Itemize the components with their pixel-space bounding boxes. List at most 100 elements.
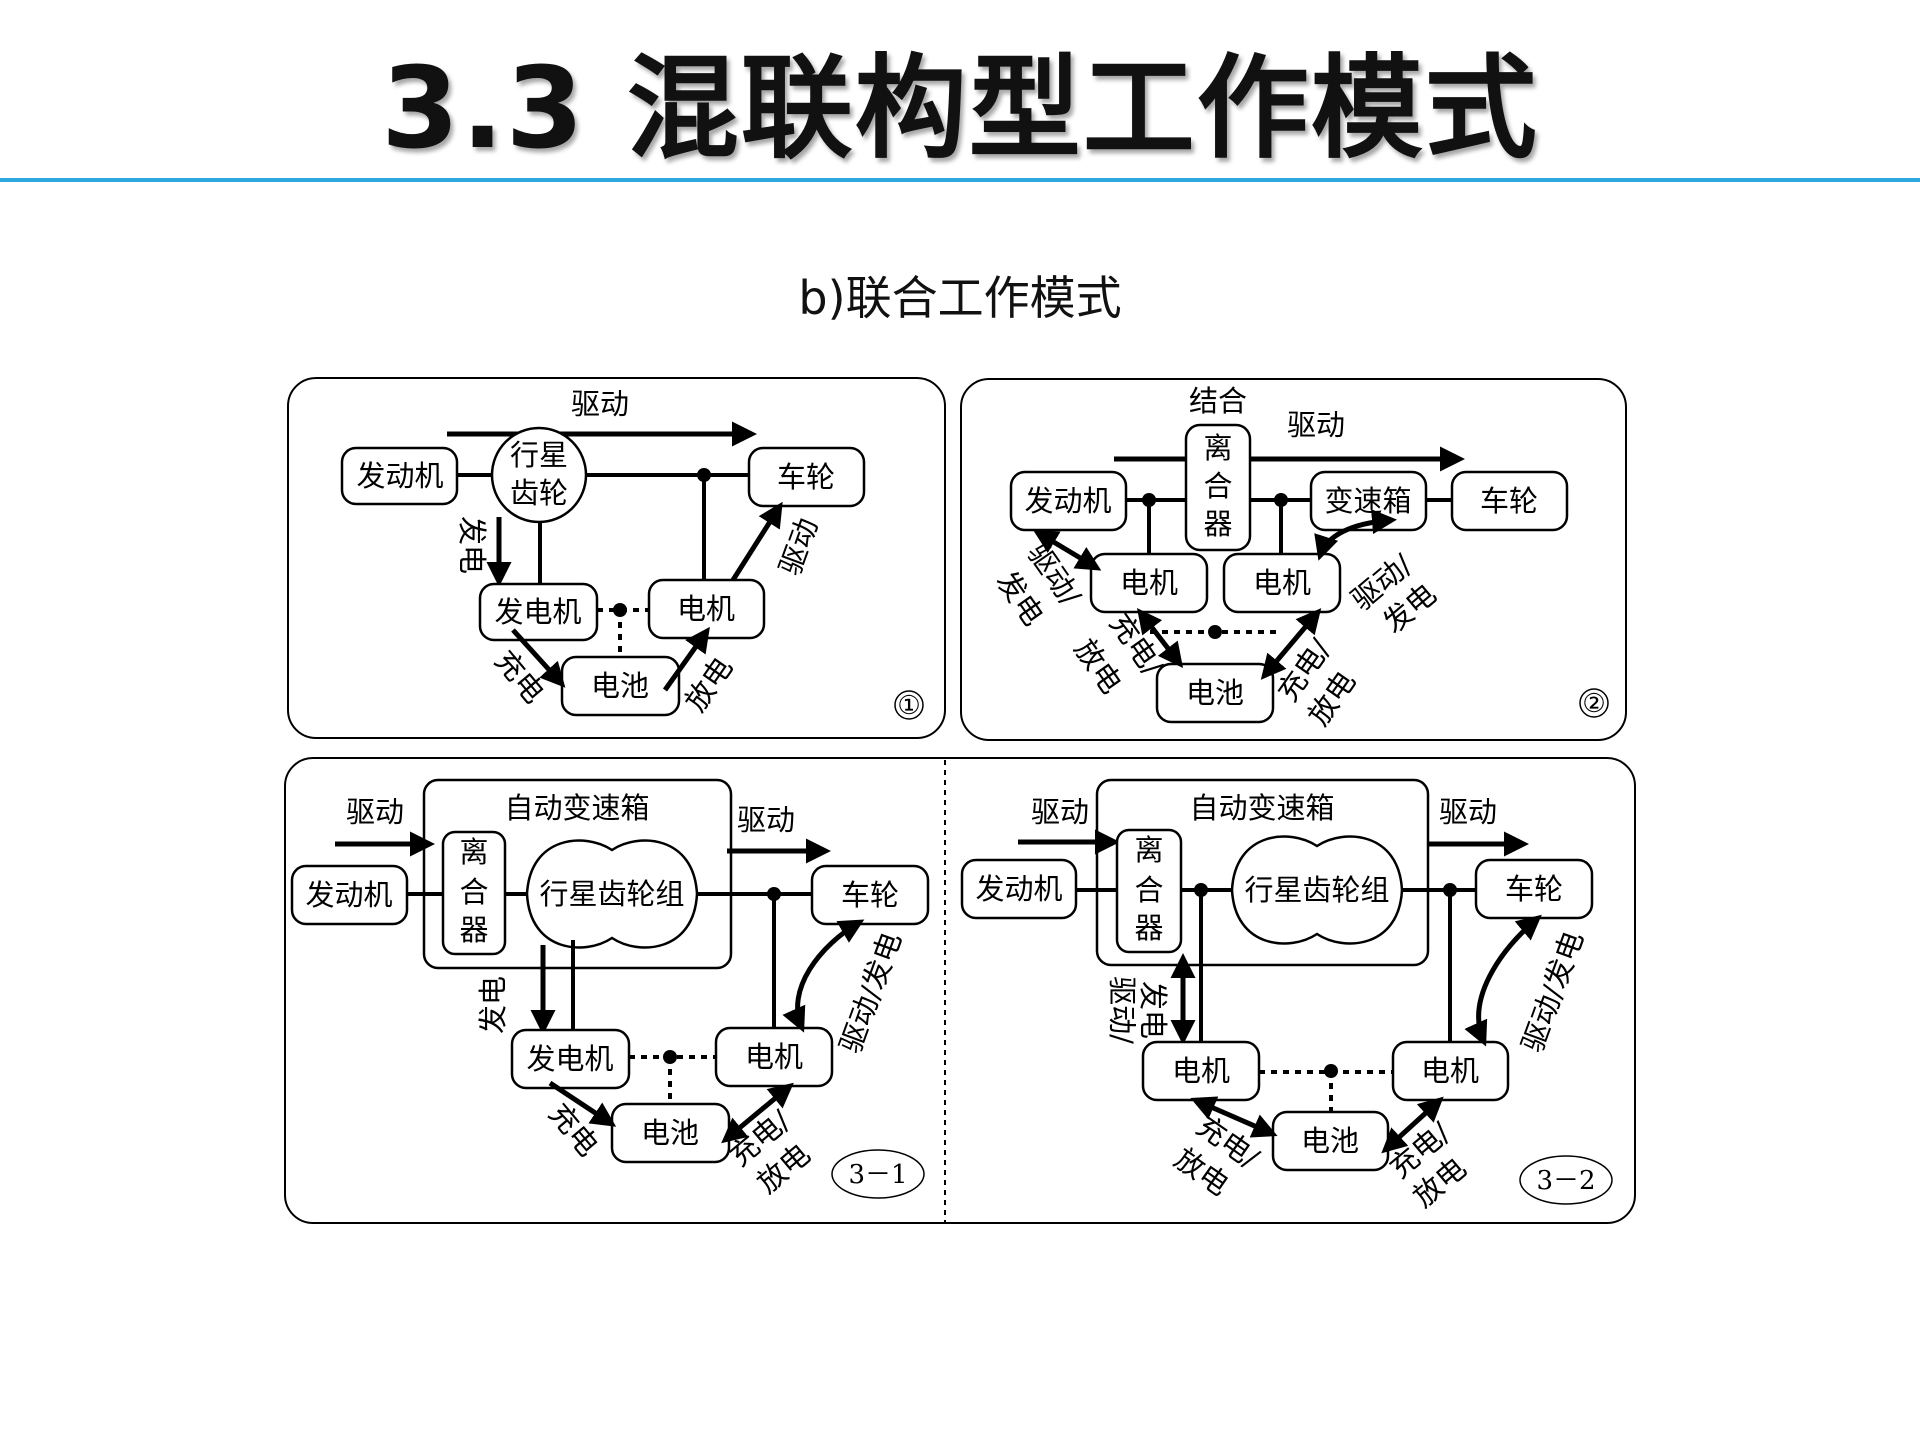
p2-left-charge-arrow [1136,608,1184,668]
p32-motor-right-box: 电机 [1391,1040,1510,1102]
p31-battery-box: 电池 [610,1102,731,1164]
panel-3-1: 驱动 自动变速箱 驱动 发动机 离 合 器 行星齿轮组 车轮 发电 [290,778,930,1200]
p2-engine-box: 发动机 [1009,470,1128,532]
p2-battery-label: 电池 [1186,676,1244,710]
p31-charge-arrow [548,1080,617,1127]
p31-drive-gen-label: 驱动/发电 [833,928,908,1058]
p31-clutch-label-1: 离 [459,835,488,869]
p2-motor-left-label: 电机 [1120,566,1178,600]
p32-drive-left-label: 驱动 [1031,795,1089,829]
p31-wheel-box: 车轮 [810,864,930,926]
p32-clutch-box: 离 合 器 [1115,828,1183,954]
p31-clutch-label-3: 器 [459,913,488,947]
p2-clutch-box: 离 合 器 [1184,423,1252,552]
p32-left-dg-label-2: 发电 [1136,981,1170,1039]
p31-drive-right-label: 驱动 [737,803,795,837]
slide-title: 3.3 混联构型工作模式 [381,44,1539,174]
p2-gearbox-label: 变速箱 [1324,484,1411,518]
p1-planetary-label-1: 行星 [510,438,568,472]
p31-generate-label: 发电 [476,976,510,1034]
p31-engine-box: 发动机 [290,864,409,926]
p32-left-charge-arrow [1190,1096,1278,1138]
p32-engine-box: 发动机 [960,858,1078,920]
panel-2: 结合 驱动 发动机 离 合 器 变速箱 车轮 电机 [960,378,1627,741]
p32-battery-box: 电池 [1271,1110,1390,1172]
p2-motor-left-box: 电机 [1089,552,1209,614]
p2-motor-right-label: 电机 [1253,566,1311,600]
p2-right-charge-arrow [1260,608,1322,680]
p32-right-dg-label: 驱动/发电 [1515,927,1590,1057]
panel-3-frame [284,757,1636,1224]
p1-generator-box: 发电机 [478,582,599,642]
panel-3-2: 驱动 自动变速箱 驱动 发动机 离 合 器 行星齿轮组 车轮 驱动/ [960,778,1613,1214]
p32-drive-right-label: 驱动 [1439,795,1497,829]
p31-motor-box: 电机 [714,1026,834,1088]
panel-1-frame [287,377,946,739]
p32-auto-gearbox-frame [1095,778,1430,967]
p1-engine-label: 发动机 [356,459,443,493]
p1-planetary-gear: 行星 齿轮 [490,426,588,524]
p32-badge: 3－2 [1519,1155,1613,1205]
p2-wheel-label: 车轮 [1480,484,1538,518]
p31-motor-label: 电机 [745,1040,803,1074]
p1-wheel-box: 车轮 [747,446,866,508]
p1-planetary-label-2: 齿轮 [510,476,568,510]
p1-charge-arrow [511,628,566,688]
p32-battery-label: 电池 [1301,1124,1359,1158]
p32-clutch-label-2: 合 [1134,873,1163,907]
p32-badge-label: 3－2 [1536,1166,1595,1196]
p32-left-dg-label-1: 驱动/ [1105,976,1139,1044]
p31-generator-box: 发电机 [510,1028,631,1090]
p31-badge-label: 3－1 [848,1160,907,1190]
p31-generator-label: 发电机 [526,1042,613,1076]
p31-planetary-label: 行星齿轮组 [539,877,684,911]
p1-motor-drive-label: 驱动 [773,514,825,580]
p1-battery-box: 电池 [560,655,681,717]
p31-clutch-label-2: 合 [459,875,488,909]
p31-wheel-label: 车轮 [841,878,899,912]
p1-battery-label: 电池 [591,669,649,703]
p2-motor-right-box: 电机 [1222,552,1342,614]
p1-wheel-label: 车轮 [777,460,835,494]
p31-planetary-set: 行星齿轮组 [525,839,699,949]
panel-1: 驱动 发动机 行星 齿轮 车轮 发电 发电机 电机 [287,377,946,739]
p2-clutch-label-3: 器 [1203,507,1232,541]
p31-charge-discharge-arrow [721,1082,794,1144]
p1-generate-label: 发电 [455,516,489,574]
p2-badge-label: ② [1582,689,1605,719]
p32-clutch-label-1: 离 [1134,833,1163,867]
p1-badge-label: ① [897,691,920,721]
p31-clutch-box: 离 合 器 [441,830,507,956]
p1-charge-label: 充电 [488,643,551,709]
panel-2-frame [960,378,1627,741]
p32-planetary-label: 行星齿轮组 [1244,873,1389,907]
p2-battery-box: 电池 [1155,662,1275,724]
p31-auto-gearbox-frame [422,778,733,970]
p2-left-drive-gen-arrow [1032,529,1102,571]
p2-engine-label: 发动机 [1024,484,1111,518]
p32-auto-gearbox-label: 自动变速箱 [1189,791,1334,825]
p1-motor-box: 电机 [647,578,766,640]
p32-wheel-label: 车轮 [1505,872,1563,906]
p32-right-charge-arrow [1381,1096,1444,1154]
p1-discharge-arrow [662,626,710,692]
p2-wheel-box: 车轮 [1450,470,1569,532]
p1-generator-label: 发电机 [494,595,581,629]
p31-charge-label: 充电 [542,1096,605,1162]
p1-drive-label: 驱动 [571,387,629,421]
p32-planetary-set: 行星齿轮组 [1230,835,1404,945]
p32-motor-left-box: 电机 [1141,1040,1261,1102]
slide-subtitle: b)联合工作模式 [798,271,1122,325]
p2-clutch-label-2: 合 [1203,469,1232,503]
p1-motor-label: 电机 [677,592,735,626]
title-rule [0,178,1920,182]
p32-motor-left-label: 电机 [1172,1054,1230,1088]
p31-battery-label: 电池 [641,1116,699,1150]
p32-motor-right-label: 电机 [1421,1054,1479,1088]
p31-drive-left-label: 驱动 [346,795,404,829]
p32-wheel-box: 车轮 [1474,858,1594,920]
p31-auto-gearbox-label: 自动变速箱 [504,791,649,825]
p2-clutch-label-1: 离 [1203,431,1232,465]
p2-electric-node [1208,625,1222,639]
